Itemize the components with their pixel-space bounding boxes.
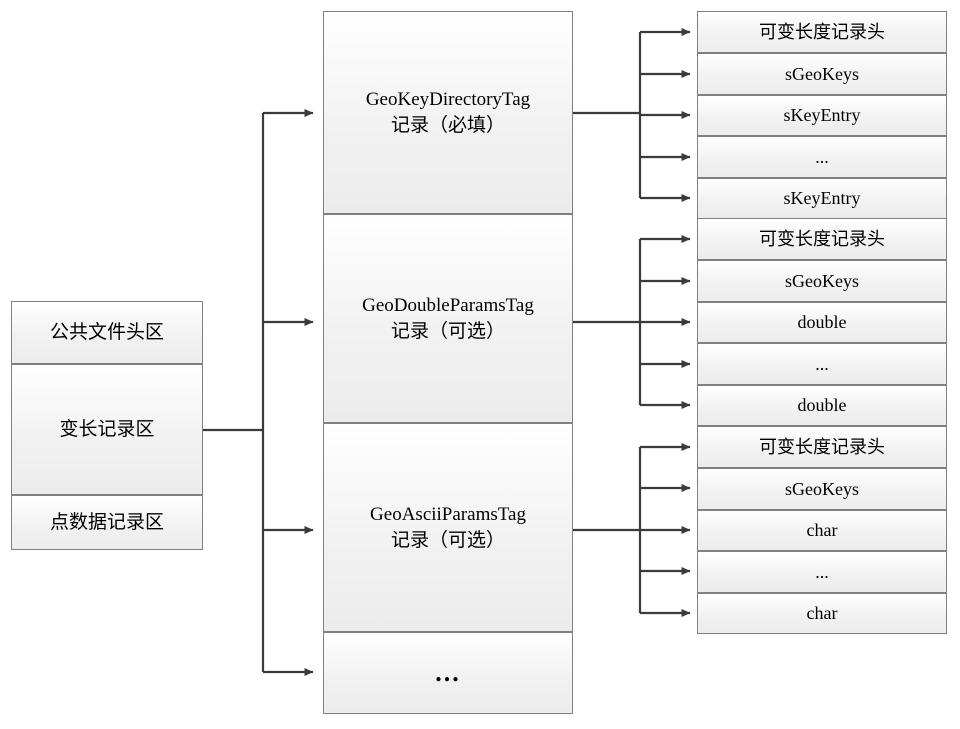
right-g1-item-record-header[interactable]: 可变长度记录头 (697, 11, 947, 53)
right-g3-item-char-last[interactable]: char (697, 593, 947, 634)
middle-item-geodoubleparamstag[interactable]: GeoDoubleParamsTag 记录（可选） (323, 214, 573, 423)
right-item-label: ... (815, 561, 829, 582)
left-item-label: 点数据记录区 (49, 511, 164, 533)
right-item-label: double (797, 395, 847, 416)
right-item-label: sKeyEntry (783, 105, 861, 126)
right-item-label: 可变长度记录头 (759, 21, 885, 42)
right-item-label: char (806, 603, 838, 624)
middle-item-geoasciiparamstag[interactable]: GeoAsciiParamsTag 记录（可选） (323, 423, 573, 632)
left-item-label: 公共文件头区 (49, 321, 164, 343)
right-g1-item-skeyentry-first[interactable]: sKeyEntry (697, 95, 947, 136)
left-item-variable-length-records[interactable]: 变长记录区 (11, 364, 203, 495)
right-g2-item-double-first[interactable]: double (697, 302, 947, 343)
right-g3-item-sgeokeys[interactable]: sGeoKeys (697, 468, 947, 510)
right-item-label: char (806, 520, 838, 541)
left-item-public-header[interactable]: 公共文件头区 (11, 301, 203, 364)
right-g1-item-ellipsis[interactable]: ... (697, 136, 947, 178)
right-item-label: sGeoKeys (785, 478, 859, 499)
left-item-label: 变长记录区 (59, 418, 155, 440)
left-item-point-data-records[interactable]: 点数据记录区 (11, 495, 203, 550)
right-item-label: ... (815, 146, 829, 167)
middle-item-geokeydirectorytag[interactable]: GeoKeyDirectoryTag 记录（必填） (323, 11, 573, 214)
right-g3-item-record-header[interactable]: 可变长度记录头 (697, 426, 947, 468)
right-item-label: sKeyEntry (783, 188, 861, 209)
middle-item-label: GeoKeyDirectoryTag 记录（必填） (365, 88, 531, 136)
right-g2-item-record-header[interactable]: 可变长度记录头 (697, 218, 947, 260)
right-g3-item-ellipsis[interactable]: ... (697, 551, 947, 593)
middle-item-label: GeoDoubleParamsTag 记录（可选） (362, 294, 534, 342)
middle-item-label: GeoAsciiParamsTag 记录（可选） (370, 503, 526, 551)
right-item-label: sGeoKeys (785, 63, 859, 84)
right-g2-item-double-last[interactable]: double (697, 385, 947, 426)
right-g2-item-sgeokeys[interactable]: sGeoKeys (697, 260, 947, 302)
right-item-label: ... (815, 353, 829, 374)
right-item-label: double (797, 312, 847, 333)
middle-item-more[interactable]: ... (323, 632, 573, 714)
middle-item-label: ... (435, 658, 461, 688)
right-item-label: sGeoKeys (785, 270, 859, 291)
right-g1-item-skeyentry-last[interactable]: sKeyEntry (697, 178, 947, 219)
right-item-label: 可变长度记录头 (759, 436, 885, 457)
right-item-label: 可变长度记录头 (759, 228, 885, 249)
right-g1-item-sgeokeys[interactable]: sGeoKeys (697, 53, 947, 95)
right-g2-item-ellipsis[interactable]: ... (697, 343, 947, 385)
right-g3-item-char-first[interactable]: char (697, 510, 947, 551)
